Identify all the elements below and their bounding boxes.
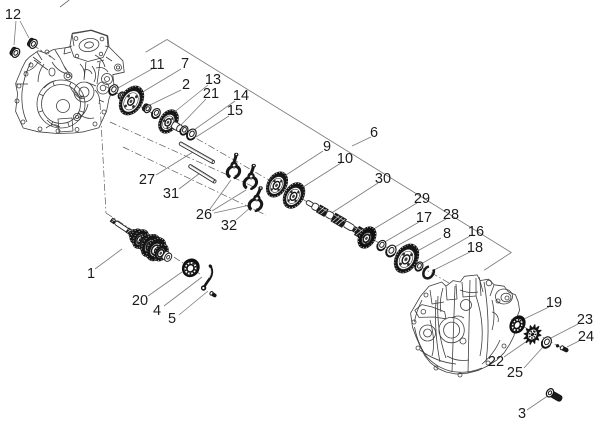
svg-text:15: 15 (227, 103, 243, 119)
svg-text:13: 13 (205, 72, 221, 88)
svg-text:8: 8 (443, 226, 451, 242)
svg-text:6: 6 (370, 125, 378, 141)
svg-text:30: 30 (375, 171, 391, 187)
svg-text:20: 20 (132, 293, 148, 309)
svg-text:14: 14 (233, 88, 249, 104)
svg-text:21: 21 (203, 86, 219, 102)
svg-text:31: 31 (163, 186, 179, 202)
svg-text:2: 2 (182, 77, 190, 93)
svg-text:1: 1 (87, 266, 95, 282)
svg-text:32: 32 (221, 218, 237, 234)
svg-text:17: 17 (416, 210, 432, 226)
svg-text:24: 24 (578, 329, 594, 345)
svg-text:27: 27 (139, 172, 155, 188)
svg-text:5: 5 (168, 311, 176, 327)
svg-text:3: 3 (518, 406, 526, 422)
svg-text:26: 26 (196, 207, 212, 223)
svg-text:23: 23 (577, 312, 593, 328)
svg-text:28: 28 (443, 207, 459, 223)
svg-text:22: 22 (488, 354, 504, 370)
svg-text:9: 9 (323, 139, 331, 155)
svg-text:10: 10 (337, 151, 353, 167)
svg-text:12: 12 (5, 7, 21, 23)
svg-text:29: 29 (414, 191, 430, 207)
svg-text:4: 4 (153, 303, 161, 319)
svg-text:7: 7 (181, 56, 189, 72)
svg-text:16: 16 (468, 224, 484, 240)
svg-text:19: 19 (546, 295, 562, 311)
svg-text:18: 18 (467, 240, 483, 256)
svg-text:11: 11 (149, 57, 164, 73)
svg-text:25: 25 (507, 365, 523, 381)
